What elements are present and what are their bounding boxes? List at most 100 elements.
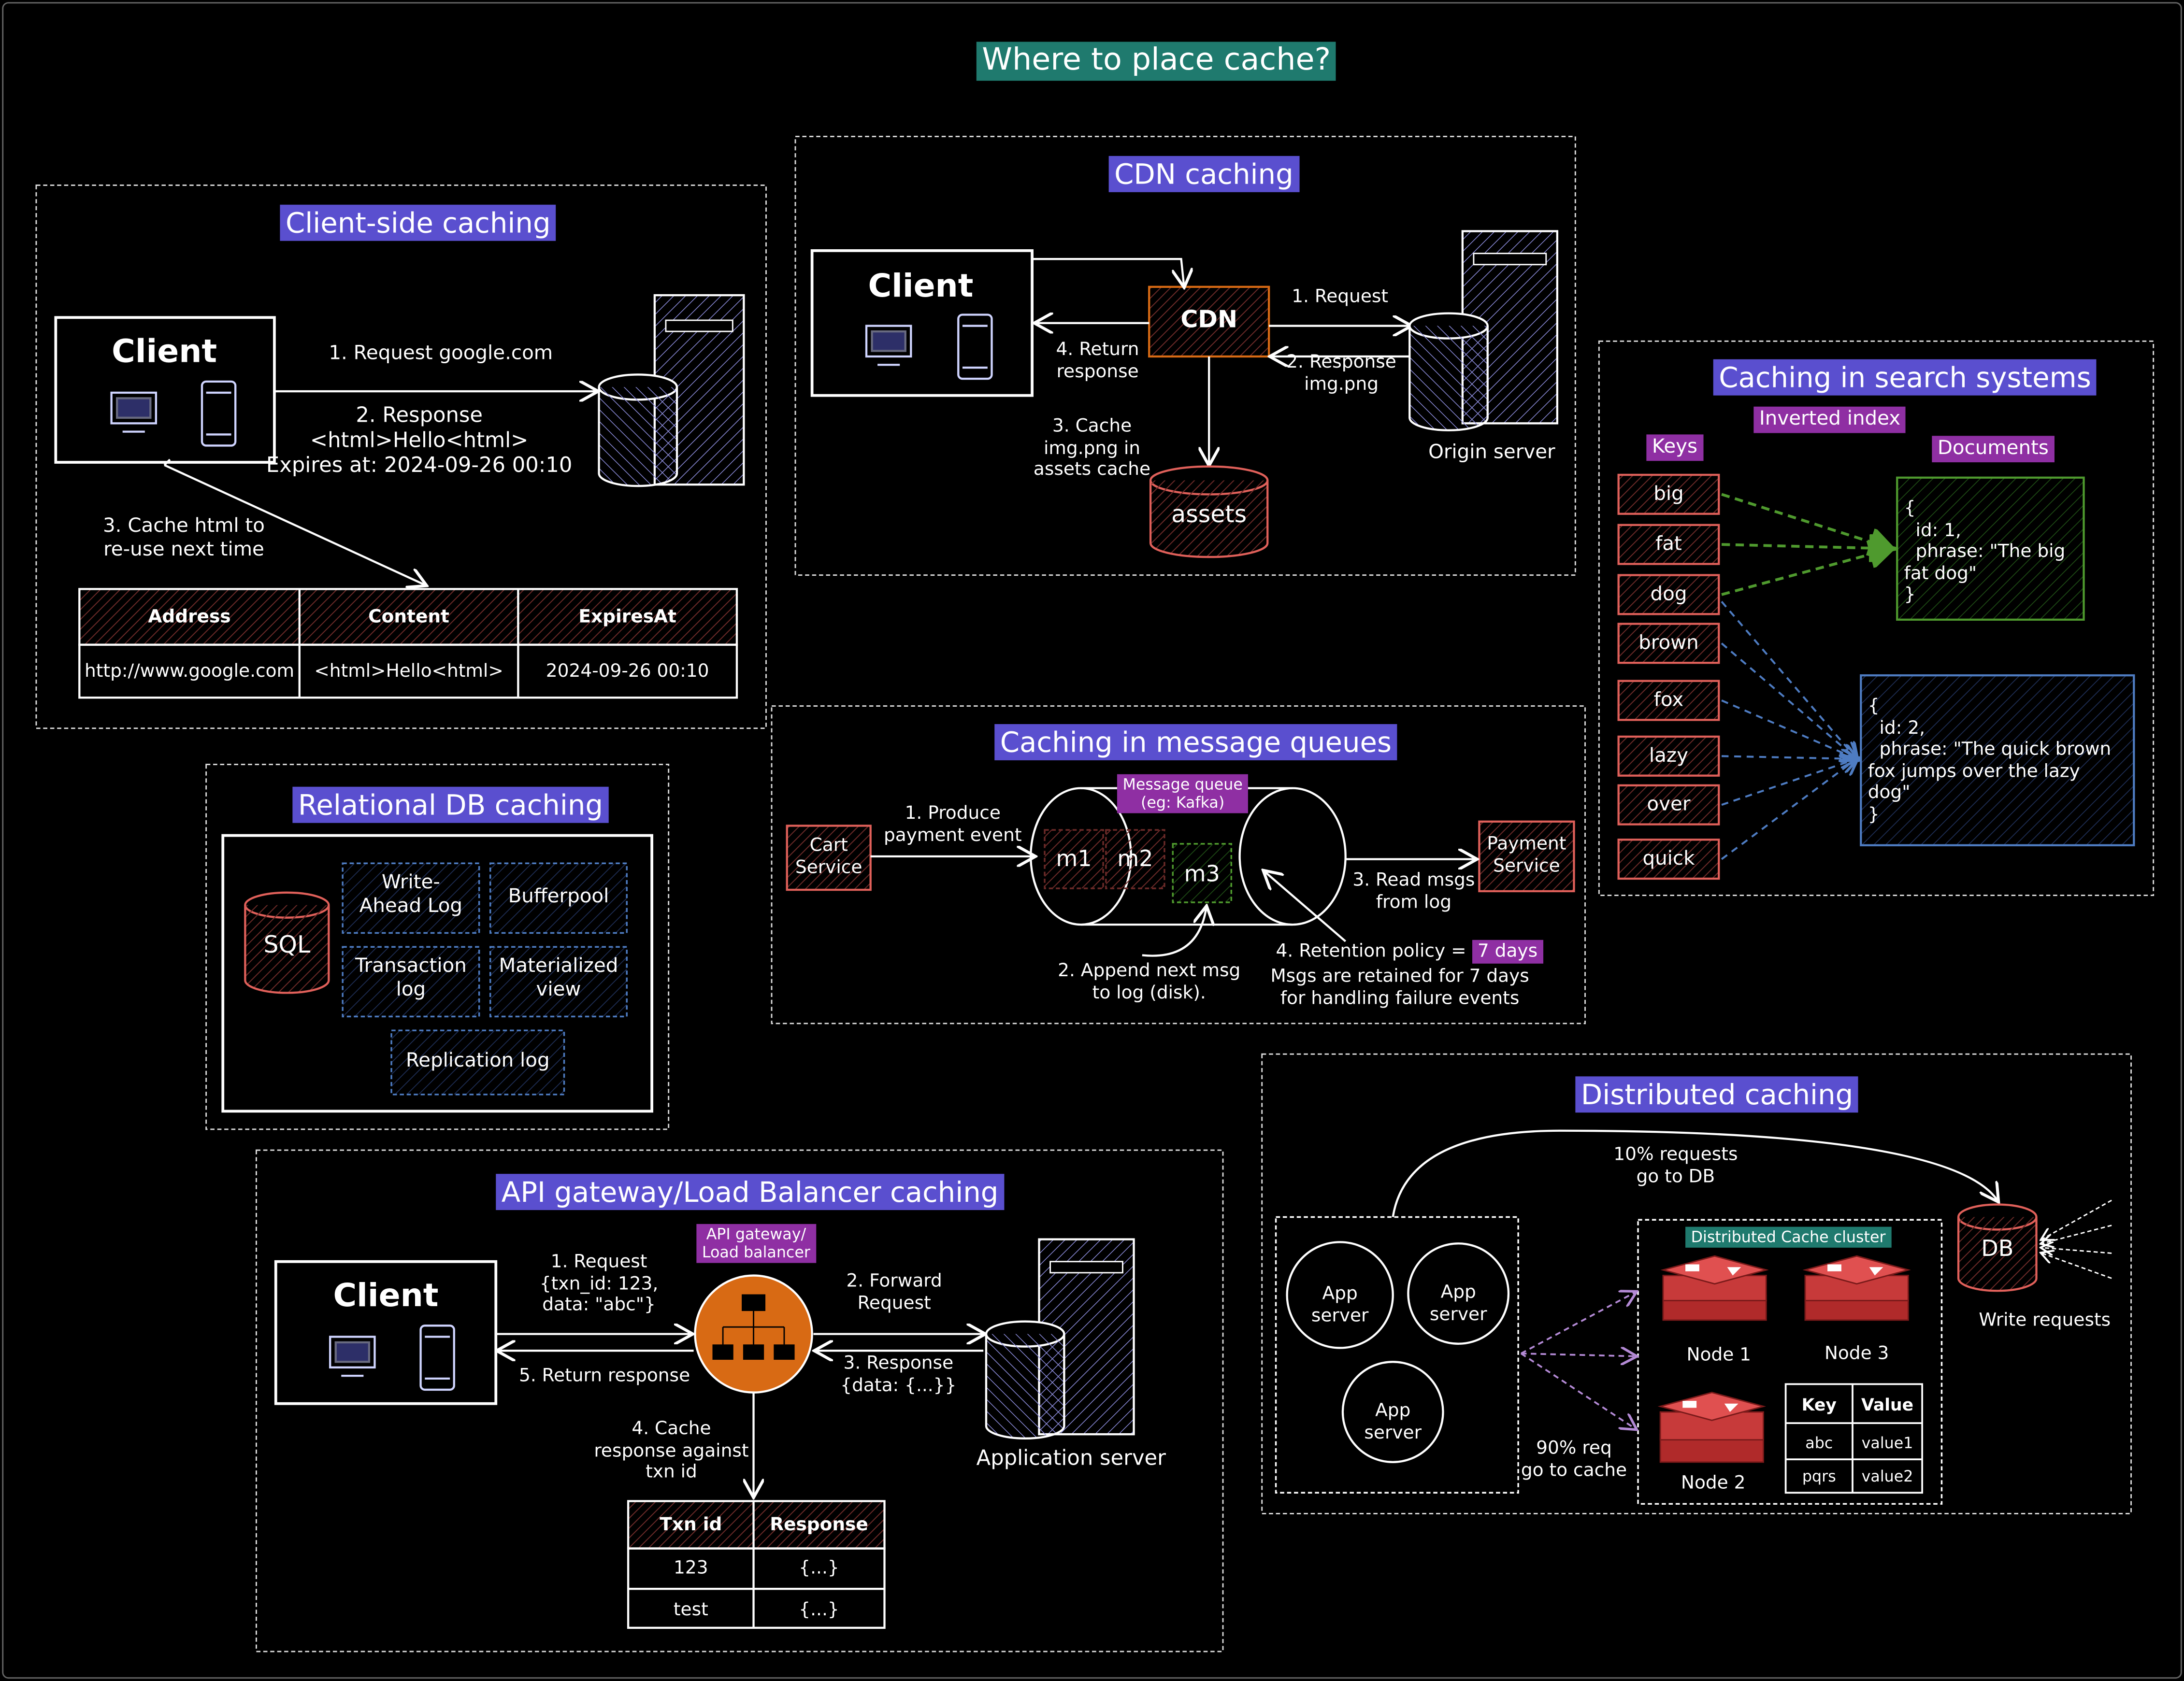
dist-db-label: DB: [1981, 1235, 2014, 1262]
search-heading: Caching in search systems: [1713, 359, 2097, 396]
assets-db-icon: [1149, 465, 1269, 558]
cdn-label: CDN: [1180, 306, 1238, 334]
gateway-icon: [694, 1274, 813, 1394]
cdn-box: [1148, 285, 1270, 358]
m1-label: m1: [1056, 845, 1092, 872]
origin-server-label: Origin server: [1428, 441, 1555, 464]
redis-node-2-icon: [1657, 1392, 1767, 1463]
ninety-percent-label: 90% req go to cache: [1521, 1438, 1627, 1482]
doc1-box: [1896, 476, 2085, 621]
app-server-label: Application server: [976, 1445, 1166, 1471]
relational-heading: Relational DB caching: [292, 786, 609, 823]
api-table-cell-txn-2: test: [673, 1600, 708, 1621]
retention-line: 4. Retention policy = 7 days: [1276, 940, 1543, 964]
api-table-cell-txn-1: 123: [674, 1558, 708, 1579]
keys-tag: Keys: [1646, 434, 1703, 461]
node-3-label: Node 3: [1824, 1343, 1889, 1365]
cdn-client-label: Client: [868, 269, 974, 305]
m3-box: [1172, 843, 1233, 903]
cart-label: Cart Service: [795, 835, 862, 878]
api-monitor-icon: [329, 1336, 376, 1377]
table-header-address: Address: [148, 607, 231, 628]
page-title: Where to place cache?: [976, 42, 1336, 82]
m3-label: m3: [1184, 860, 1220, 887]
ten-percent-arrow: [1392, 1129, 1997, 1217]
app-server-2-label: App server: [1429, 1282, 1487, 1325]
ninety-percent-arrows: [1520, 1292, 1635, 1429]
doc1-text: { id: 1, phrase: "The big fat dog" }: [1904, 499, 2066, 607]
key-lazy: lazy: [1649, 745, 1688, 768]
kv-cell-key-1: abc: [1805, 1434, 1833, 1453]
doc1-arrows: [1721, 493, 1892, 596]
retention-note: Msgs are retained for 7 days for handlin…: [1270, 966, 1529, 1009]
inverted-index-tag: Inverted index: [1753, 406, 1906, 433]
phone-icon: [201, 380, 237, 447]
table-cell-content: <html>Hello<html>: [314, 661, 503, 683]
search-frame: [1598, 340, 2155, 897]
documents-tag: Documents: [1932, 436, 2055, 462]
server-icon: [598, 294, 745, 487]
key-boxes: [1617, 473, 1720, 880]
materialized-view-label: Materialized view: [499, 955, 618, 1001]
write-request-arrows: [2042, 1199, 2112, 1279]
doc2-box: [1860, 674, 2135, 846]
api-phone-icon: [419, 1325, 455, 1391]
wal-label: Write- Ahead Log: [359, 871, 463, 918]
key-fox: fox: [1653, 689, 1684, 712]
redis-node-1-icon: [1660, 1255, 1769, 1321]
cdn-response-label: 2. Response img.png: [1286, 352, 1396, 395]
m2-box: [1105, 829, 1165, 889]
bufferpool-label: Bufferpool: [508, 885, 609, 908]
doc2-arrows: [1721, 601, 1857, 860]
api-response-label: 3. Response {data: {...}}: [840, 1353, 957, 1396]
client-response-label: 2. Response <html>Hello<html> Expires at…: [266, 402, 573, 478]
retention-prefix: 4. Retention policy =: [1276, 941, 1472, 962]
transaction-log-label: Transaction log: [355, 955, 467, 1001]
monitor-icon: [110, 391, 158, 433]
key-brown: brown: [1638, 632, 1699, 655]
api-cache-note: 4. Cache response against txn id: [594, 1419, 749, 1483]
app-server-3-label: App server: [1364, 1400, 1422, 1444]
dist-db-icon: [1957, 1203, 2038, 1292]
produce-label: 1. Produce payment event: [883, 803, 1022, 846]
retention-value: 7 days: [1472, 940, 1543, 964]
api-table-cell-resp-2: {...}: [799, 1600, 839, 1621]
client-box: [54, 316, 276, 464]
m1-box: [1044, 829, 1104, 889]
cdn-cache-note: 3. Cache img.png in assets cache: [1033, 416, 1151, 481]
app-server-1-label: App server: [1311, 1283, 1369, 1327]
table-cell-expires: 2024-09-26 00:10: [546, 661, 709, 683]
payment-label: Payment Service: [1487, 834, 1566, 877]
distributed-frame: [1261, 1053, 2132, 1514]
cdn-heading: CDN caching: [1108, 156, 1299, 192]
api-heading: API gateway/Load Balancer caching: [496, 1174, 1004, 1211]
kv-cell-value-1: value1: [1861, 1434, 1913, 1453]
api-cache-table: [627, 1500, 886, 1629]
gateway-tag: API gateway/ Load balancer: [696, 1224, 816, 1264]
cdn-return-label: 4. Return response: [1056, 340, 1139, 383]
cart-box: [786, 825, 872, 891]
distributed-heading: Distributed caching: [1575, 1076, 1859, 1113]
kv-cell-key-2: pqrs: [1802, 1467, 1836, 1486]
sql-label: SQL: [263, 931, 311, 960]
key-quick: quick: [1642, 848, 1695, 870]
replication-log-label: Replication log: [405, 1050, 550, 1072]
api-table-header-txn: Txn id: [660, 1515, 722, 1536]
cluster-tag: Distributed Cache cluster: [1685, 1226, 1892, 1248]
key-over: over: [1647, 794, 1691, 816]
append-label: 2. Append next msg to log (disk).: [1058, 961, 1241, 1004]
client-cache-note: 3. Cache html to re-use next time: [103, 515, 265, 561]
mq-heading: Caching in message queues: [994, 724, 1397, 760]
relational-items: [342, 862, 628, 1096]
node-2-label: Node 2: [1681, 1473, 1746, 1495]
read-label: 3. Read msgs from log: [1352, 870, 1475, 913]
api-client-box: [274, 1260, 498, 1405]
api-client-label: Client: [333, 1278, 439, 1315]
client-cache-arrow: [164, 464, 425, 585]
sql-db-icon: [244, 891, 330, 994]
cdn-monitor-icon: [865, 325, 912, 366]
assets-label: assets: [1171, 501, 1247, 529]
